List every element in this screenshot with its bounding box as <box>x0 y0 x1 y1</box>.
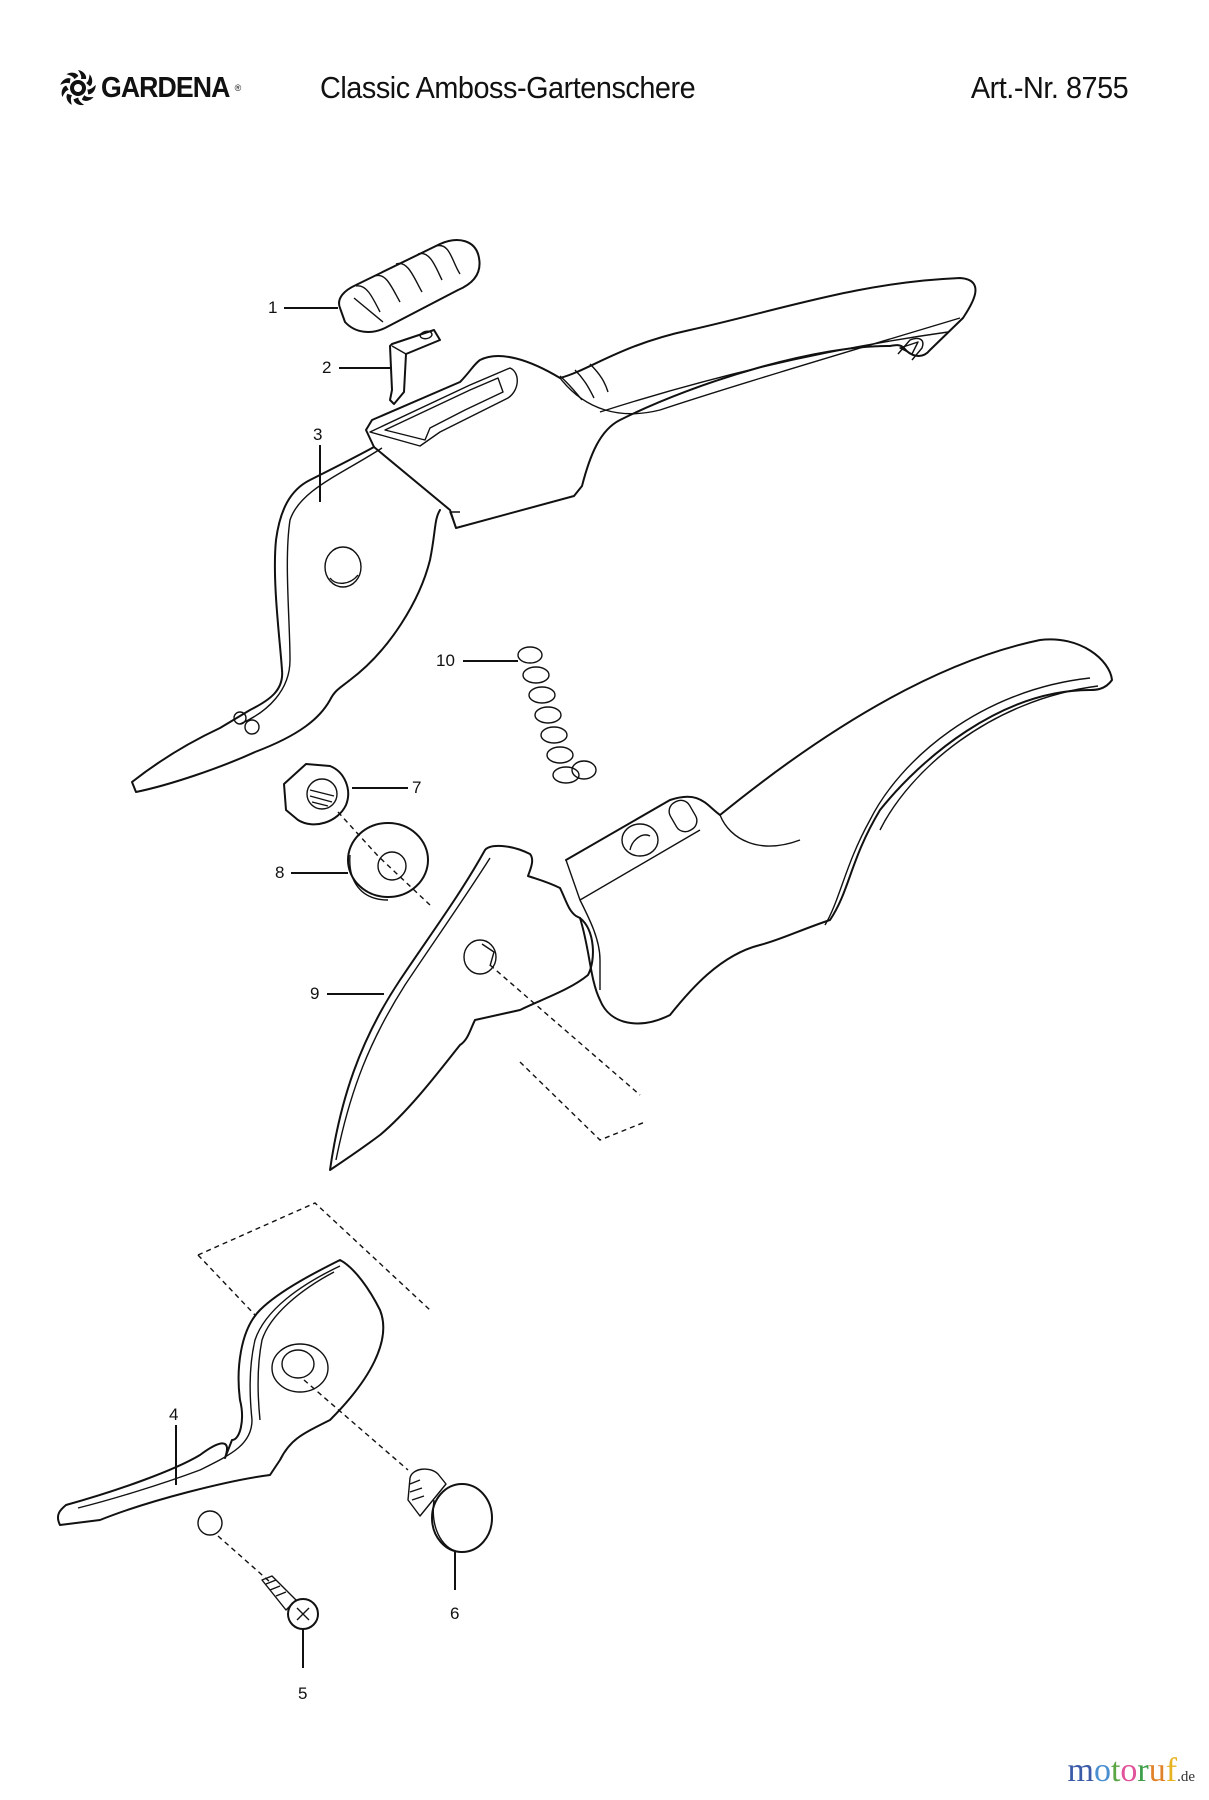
watermark-letter: o <box>1093 1752 1111 1789</box>
part-1-grip-cap[interactable] <box>338 239 481 333</box>
watermark-letter: m <box>1067 1752 1094 1789</box>
gardena-logo-icon <box>60 70 96 106</box>
part-5-anvil-screw[interactable] <box>261 1575 319 1630</box>
callout-1[interactable]: 1 <box>268 298 278 317</box>
brand-name: GARDENA <box>101 71 230 104</box>
registered-mark: ® <box>234 83 242 93</box>
callout-3[interactable]: 3 <box>313 425 323 444</box>
watermark-letter: u <box>1148 1752 1166 1789</box>
brand: GARDENA ® <box>58 68 241 108</box>
watermark-letter: r <box>1137 1752 1149 1789</box>
part-3-upper-handle[interactable] <box>131 277 977 793</box>
callout-5[interactable]: 5 <box>298 1684 308 1703</box>
part-9-blade-lower-handle[interactable] <box>329 638 1113 1171</box>
part-8-washer[interactable] <box>347 822 429 901</box>
callout-8[interactable]: 8 <box>275 863 285 882</box>
callout-9[interactable]: 9 <box>310 984 320 1003</box>
watermark-letter: o <box>1120 1752 1138 1789</box>
part-10-spring[interactable] <box>517 646 597 784</box>
product-title: Classic Amboss-Gartenschere <box>320 70 696 105</box>
part-7-nut[interactable] <box>283 763 350 826</box>
callout-4[interactable]: 4 <box>169 1405 179 1424</box>
part-4-anvil[interactable] <box>56 1259 385 1536</box>
part-6-pivot-bolt[interactable] <box>407 1468 493 1553</box>
watermark-tld: .de <box>1177 1769 1195 1785</box>
callout-2[interactable]: 2 <box>322 358 332 377</box>
article-number: Art.-Nr. 8755 <box>970 70 1129 105</box>
callout-6[interactable]: 6 <box>450 1604 460 1623</box>
motoruf-watermark: motoruf.de <box>1068 1752 1195 1790</box>
callout-10[interactable]: 10 <box>436 651 455 670</box>
callout-7[interactable]: 7 <box>412 778 422 797</box>
watermark-letter: t <box>1110 1752 1121 1789</box>
page-header: GARDENA ® Classic Amboss-Gartenschere Ar… <box>58 64 1128 114</box>
watermark-letter: f <box>1165 1752 1178 1789</box>
